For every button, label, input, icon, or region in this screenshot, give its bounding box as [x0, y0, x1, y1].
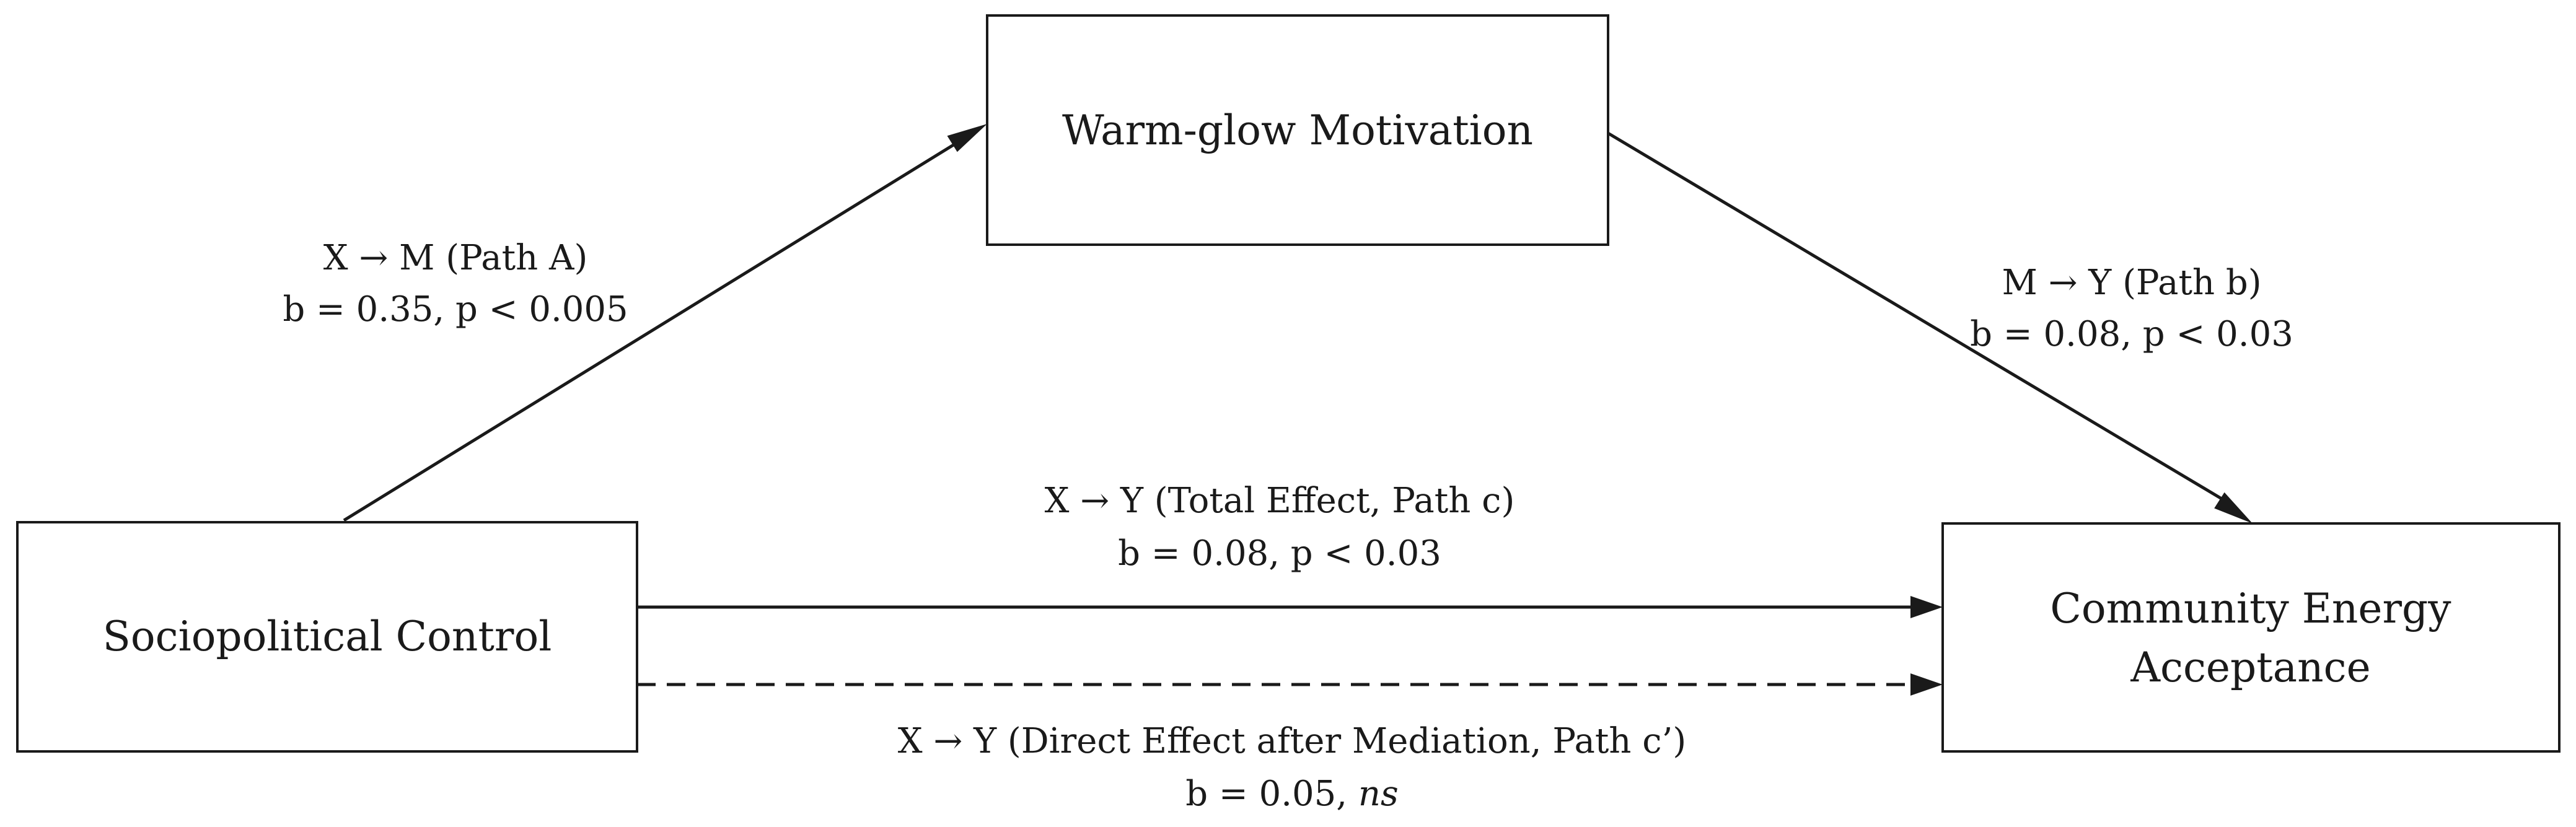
- path-c-stats: b = 0.08, p < 0.03: [1118, 533, 1441, 574]
- path-a-label: X → M (Path A) b = 0.35, p < 0.005: [283, 238, 628, 330]
- path-b-line: [1607, 131, 2223, 501]
- edge-path-c-prime: [637, 673, 1943, 696]
- mediator-box: [986, 14, 1609, 246]
- path-c-prime-title: X → Y (Direct Effect after Mediation, Pa…: [898, 721, 1687, 761]
- path-b-label: M → Y (Path b) b = 0.08, p < 0.03: [1970, 263, 2293, 354]
- outcome-label-line2: Acceptance: [2130, 644, 2370, 691]
- path-a-title: X → M (Path A): [323, 238, 588, 278]
- path-b-arrowhead: [2214, 492, 2253, 523]
- path-a-stats: b = 0.35, p < 0.005: [283, 289, 628, 330]
- path-c-prime-arrowhead: [1910, 673, 1943, 696]
- path-a-arrowhead: [947, 124, 987, 152]
- edge-path-b: [1607, 131, 2253, 523]
- path-a-line: [343, 141, 959, 522]
- outcome-box: [1941, 522, 2561, 753]
- path-c-prime-stats: b = 0.05, ns: [1185, 774, 1398, 814]
- path-c-label: X → Y (Total Effect, Path c) b = 0.08, p…: [1045, 481, 1515, 574]
- path-b-stats: b = 0.08, p < 0.03: [1970, 314, 2293, 354]
- path-c-prime-stats-value: b = 0.05,: [1185, 774, 1358, 814]
- mediator-label: Warm-glow Motivation: [1062, 107, 1533, 154]
- predictor-label: Sociopolitical Control: [103, 613, 552, 660]
- path-b-title: M → Y (Path b): [2002, 263, 2261, 303]
- node-outcome: Community Energy Acceptance: [1941, 522, 2561, 753]
- path-c-title: X → Y (Total Effect, Path c): [1045, 481, 1515, 521]
- edge-path-c: [637, 596, 1943, 618]
- path-c-arrowhead: [1910, 596, 1943, 618]
- node-mediator: Warm-glow Motivation: [986, 14, 1609, 246]
- predictor-box: [16, 521, 638, 753]
- path-c-prime-label: X → Y (Direct Effect after Mediation, Pa…: [898, 721, 1687, 814]
- edge-path-a: [343, 124, 987, 522]
- outcome-label-line1: Community Energy: [2050, 585, 2451, 632]
- node-predictor: Sociopolitical Control: [16, 521, 638, 753]
- path-c-prime-significance: ns: [1358, 774, 1399, 814]
